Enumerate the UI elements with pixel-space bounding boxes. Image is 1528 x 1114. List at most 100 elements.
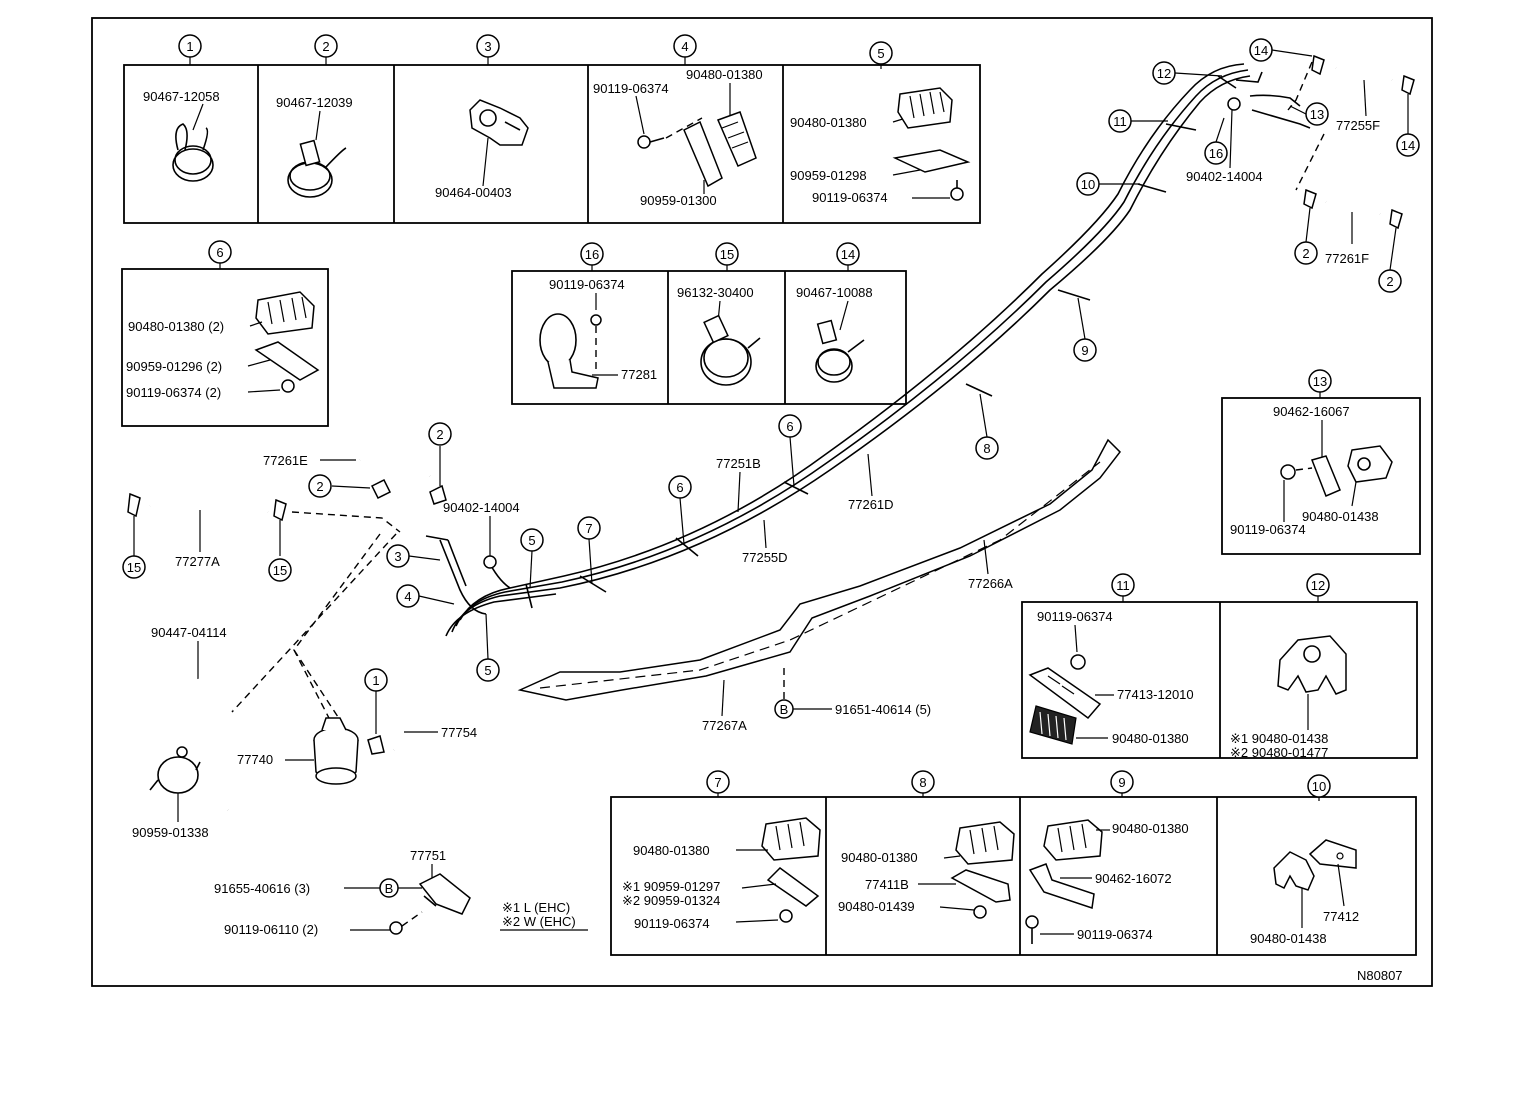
- label-91651-40614: 91651-40614 (5): [835, 702, 931, 717]
- box-8: 8 90480-01380 77411B 90480-01439: [838, 770, 1015, 919]
- part-number: 90480-01380: [633, 843, 710, 858]
- part-number: 90462-16072: [1095, 871, 1172, 886]
- label-90119-06110: 90119-06110 (2): [224, 922, 318, 937]
- bolt-icon: [950, 180, 964, 201]
- hose-clip-icon: [1311, 54, 1325, 76]
- box-1: 1 90467-12058: [143, 34, 220, 182]
- svg-text:10: 10: [1081, 177, 1095, 192]
- box-group-mid: [511, 270, 907, 405]
- bracket-icon: [1028, 667, 1102, 720]
- hose-clip-icon: [1401, 74, 1415, 96]
- box-number: 8: [911, 770, 935, 794]
- svg-text:14: 14: [841, 247, 855, 262]
- part-number: ※2 90959-01324: [622, 893, 720, 908]
- label-77255D: 77255D: [742, 550, 788, 565]
- spring-clip-icon: [172, 123, 214, 182]
- box-2: 2 90467-12039: [276, 34, 353, 198]
- svg-text:B: B: [385, 881, 394, 896]
- hose-clamp-icon: [287, 139, 347, 198]
- svg-text:15: 15: [720, 247, 734, 262]
- svg-text:2: 2: [316, 479, 323, 494]
- bracket-icon: [254, 341, 320, 381]
- label-77277A: 77277A: [175, 554, 220, 569]
- diagram-frame: [91, 17, 1433, 987]
- box-11: 11 90119-06374 77413-12010 90480-01380: [1028, 573, 1194, 746]
- svg-text:7: 7: [585, 521, 592, 536]
- label-77261E: 77261E: [263, 453, 308, 468]
- hose-clip-icon: [429, 484, 447, 505]
- box-number: 7: [706, 770, 730, 794]
- cushion-clamp-icon: [1043, 819, 1103, 861]
- bolt-icon: [1280, 464, 1296, 480]
- svg-text:15: 15: [127, 560, 141, 575]
- box-number: 9: [1110, 770, 1134, 794]
- callout-main: 2 2 3 4 5 5 7 6 6 8 9 10 11 12 14 14 13 …: [122, 38, 1420, 692]
- box-number: 11: [1111, 573, 1135, 597]
- label-90402-14004: 90402-14004: [443, 500, 520, 515]
- box-group-11-12: [1021, 601, 1418, 759]
- svg-text:12: 12: [1311, 578, 1325, 593]
- part-number: 77411B: [865, 877, 909, 892]
- box-12: 12 ※1 90480-01438 ※2 90480-01477: [1230, 573, 1347, 760]
- box-number: 14: [836, 242, 860, 266]
- hose-clamp-icon: [815, 319, 865, 383]
- svg-text:7: 7: [714, 775, 721, 790]
- clamp-icon: [149, 746, 201, 794]
- label-90447-04114: 90447-04114: [151, 625, 227, 640]
- hose-icon: [1325, 198, 1381, 218]
- part-number: 90480-01380: [1112, 821, 1189, 836]
- svg-text:8: 8: [919, 775, 926, 790]
- part-number: 90480-01380: [841, 850, 918, 865]
- box-number: 1: [178, 34, 202, 58]
- svg-text:14: 14: [1254, 43, 1268, 58]
- svg-text:15: 15: [273, 563, 287, 578]
- hose-clip-icon: [367, 735, 385, 755]
- box-9: 9 90480-01380 90462-16072 90119-06374: [1025, 770, 1189, 944]
- svg-text:8: 8: [983, 441, 990, 456]
- marker-b: B: [774, 699, 794, 719]
- svg-text:5: 5: [877, 46, 884, 61]
- hose-clip-icon: [1389, 208, 1403, 230]
- box-13: 13 90462-16067 90119-06374 90480-01438: [1221, 369, 1421, 555]
- svg-text:9: 9: [1118, 775, 1125, 790]
- part-number: 90480-01380 (2): [128, 319, 224, 334]
- svg-text:4: 4: [404, 589, 411, 604]
- label-77261D: 77261D: [848, 497, 894, 512]
- part-number: 90480-01380: [686, 67, 763, 82]
- part-number: 90467-12039: [276, 95, 353, 110]
- note-1: ※1 L (EHC): [502, 900, 570, 915]
- bracket-icon: [683, 111, 757, 188]
- hose-clip-icon: [370, 478, 392, 500]
- diagram-code: N80807: [1357, 968, 1403, 983]
- bolt-icon: [1025, 915, 1039, 944]
- bracket-icon: [950, 869, 1011, 903]
- clamp-icon: [1347, 445, 1393, 483]
- svg-text:6: 6: [216, 245, 223, 260]
- box-16: 16 90119-06374 77281: [539, 242, 657, 389]
- bolt-icon: [281, 379, 295, 393]
- clamp-icon: [1277, 635, 1347, 695]
- label-77255F: 77255F: [1336, 118, 1380, 133]
- part-number: 90467-10088: [796, 285, 873, 300]
- svg-text:2: 2: [436, 427, 443, 442]
- part-number: 90480-01380: [790, 115, 867, 130]
- svg-text:16: 16: [1209, 146, 1223, 161]
- part-number: 90480-01438: [1302, 509, 1379, 524]
- bolt-icon: [973, 905, 987, 919]
- part-number: 90959-01300: [640, 193, 717, 208]
- box-4: 4 90480-01380 90119-06374 90959-01300: [593, 34, 763, 208]
- label-90959-01338: 90959-01338: [132, 825, 209, 840]
- svg-text:13: 13: [1313, 374, 1327, 389]
- clamp-icon: [1273, 851, 1315, 891]
- box-5: 5 90480-01380 90959-01298 90119-06374: [790, 41, 971, 205]
- part-number: 90959-01298: [790, 168, 867, 183]
- part-number: 90119-06374: [1077, 927, 1153, 942]
- svg-text:2: 2: [1386, 274, 1393, 289]
- part-number: 90119-06374 (2): [126, 385, 221, 400]
- svg-text:2: 2: [322, 39, 329, 54]
- svg-text:1: 1: [372, 673, 379, 688]
- part-number: ※1 90480-01438: [1230, 731, 1328, 746]
- label-77266A: 77266A: [968, 576, 1013, 591]
- box-number: 2: [314, 34, 338, 58]
- svg-text:5: 5: [484, 663, 491, 678]
